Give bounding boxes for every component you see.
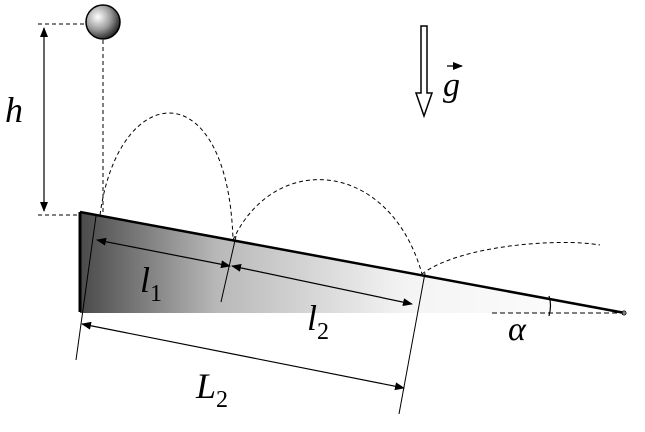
alpha-label: α	[508, 311, 527, 348]
ball	[85, 4, 121, 212]
dimension-L2: L2	[81, 321, 405, 413]
L2-label: L2	[195, 366, 228, 413]
trajectory	[99, 112, 601, 275]
extension-lines	[75, 215, 426, 415]
inclined-plane	[78, 210, 627, 316]
gravity-vector: g	[414, 25, 463, 119]
angle-alpha: α	[492, 295, 625, 348]
dimension-l1: l1	[96, 237, 231, 307]
height-marker: h	[5, 23, 96, 216]
gravity-label: g	[443, 67, 460, 104]
l1-label: l1	[140, 260, 162, 307]
height-label: h	[5, 90, 23, 130]
